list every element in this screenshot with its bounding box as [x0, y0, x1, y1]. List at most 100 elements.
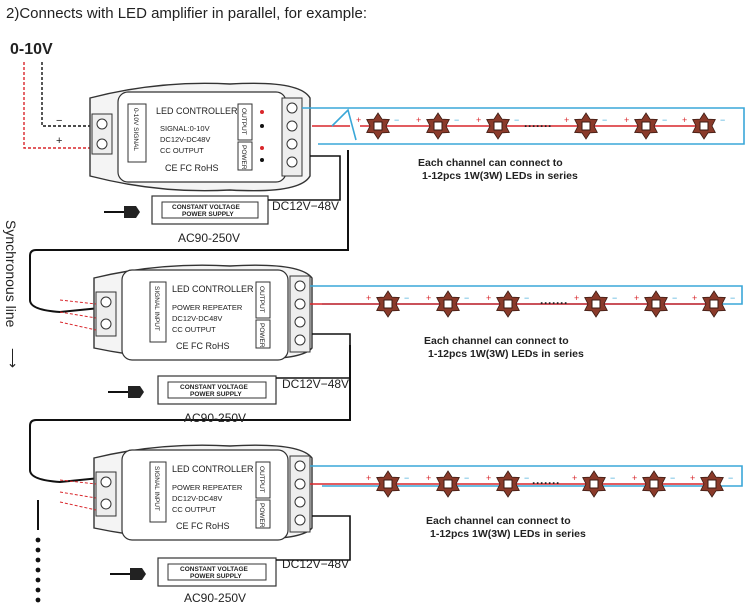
led-minus-mark: − — [524, 293, 529, 303]
led-3-3: +− — [486, 470, 529, 498]
led-minus-mark: − — [464, 293, 469, 303]
led-plus-mark: + — [486, 293, 491, 303]
led-plus-mark: + — [426, 473, 431, 483]
led-string-2: +−+−+−+−+−+− ······· Each channel can co… — [310, 285, 743, 360]
controller-line-1: SIGNAL:0-10V — [160, 124, 210, 133]
psu-unit-2: CONSTANT VOLTAGE POWER SUPPLY AC90-250V … — [108, 333, 351, 425]
led-minus-mark: − — [404, 473, 409, 483]
controller-line-2: DC12V-DC48V — [160, 135, 210, 144]
led-minus-mark: − — [464, 473, 469, 483]
repeater-1-certs: CE FC RoHS — [176, 341, 230, 351]
led-2-3: +− — [486, 290, 529, 318]
led-1-4: +− — [564, 112, 607, 140]
led-3-4: +− — [572, 470, 615, 498]
led-plus-mark: + — [574, 293, 579, 303]
repeater-2-line-1: POWER REPEATER — [172, 483, 243, 492]
led-3-6: +− — [690, 470, 733, 498]
psu-line-2: POWER SUPPLY — [182, 211, 234, 218]
signal-plus: + — [56, 135, 62, 147]
controller-certs: CE FC RoHS — [165, 163, 219, 173]
psu-3-ac: AC90-250V — [184, 591, 246, 605]
channel-note-1-line-2: 1-12pcs 1W(3W) LEDs in series — [422, 170, 578, 182]
led-plus-mark: + — [572, 473, 577, 483]
led-minus-mark: − — [514, 115, 519, 125]
led-2-5: +− — [634, 290, 677, 318]
controller-signal-label: 0-10V SIGNAL — [132, 108, 139, 151]
repeater-2-line-2: DC12V-DC48V — [172, 494, 222, 503]
led-minus-mark: − — [720, 115, 725, 125]
led-plus-mark: + — [632, 473, 637, 483]
down-arrow-icon: ⟶ — [5, 348, 21, 368]
repeater-1-signal-label: SIGNAL INPUT — [153, 286, 160, 331]
led-3-2: +− — [426, 470, 469, 498]
led-3-5: +− — [632, 470, 675, 498]
led-1-1: +− — [356, 112, 399, 140]
controller-unit: LED CONTROLLER SIGNAL:0-10V DC12V-DC48V … — [89, 82, 311, 192]
led-3-1: +− — [366, 470, 409, 498]
psu-dc: DC12V−48V — [272, 199, 339, 213]
led-plus-mark: + — [634, 293, 639, 303]
repeater-1-line-2: DC12V-DC48V — [172, 314, 222, 323]
psu-ac: AC90-250V — [178, 231, 240, 245]
repeater-1-line-3: CC OUTPUT — [172, 325, 216, 334]
signal-label: 0-10V — [10, 41, 53, 58]
svg-text:·······: ······· — [540, 296, 568, 310]
signal-input-wires: − + — [23, 62, 100, 149]
continuation-dots — [35, 537, 41, 603]
led-plus-mark: + — [416, 115, 421, 125]
controller-power-label: POWER — [240, 145, 247, 170]
repeater-1-line-1: POWER REPEATER — [172, 303, 243, 312]
channel-note-3-line-2: 1-12pcs 1W(3W) LEDs in series — [430, 528, 586, 540]
led-1-2: +− — [416, 112, 459, 140]
led-minus-mark: − — [662, 115, 667, 125]
repeater-2-line-3: CC OUTPUT — [172, 505, 216, 514]
led-1-3: +− — [476, 112, 519, 140]
led-plus-mark: + — [682, 115, 687, 125]
led-plus-mark: + — [366, 473, 371, 483]
psu-unit: CONSTANT VOLTAGE POWER SUPPLY AC90-250V … — [104, 155, 341, 245]
led-minus-mark: − — [404, 293, 409, 303]
led-plus-mark: + — [690, 473, 695, 483]
synchronous-line: Synchronous line ⟶ — [3, 150, 351, 603]
led-minus-mark: − — [612, 293, 617, 303]
repeater-unit-1: LED CONTROLLER POWER REPEATER DC12V-DC48… — [59, 264, 313, 361]
repeater-2-power-label: POWER — [258, 503, 265, 528]
repeater-1-power-label: POWER — [258, 323, 265, 348]
led-2-2: +− — [426, 290, 469, 318]
led-2-6: +− — [692, 290, 735, 318]
led-plus-mark: + — [476, 115, 481, 125]
svg-text:·······: ······· — [532, 476, 560, 490]
led-minus-mark: − — [524, 473, 529, 483]
led-minus-mark: − — [672, 293, 677, 303]
repeater-2-signal-label: SIGNAL INPUT — [153, 466, 160, 511]
led-plus-mark: + — [356, 115, 361, 125]
controller-output-label: OUTPUT — [240, 108, 247, 135]
controller-line-3: CC OUTPUT — [160, 146, 204, 155]
led-string-3: +−+−+−+−+−+− ······· Each channel can co… — [310, 465, 743, 540]
page-title: 2)Connects with LED amplifier in paralle… — [6, 5, 367, 22]
led-minus-mark: − — [730, 293, 735, 303]
psu-3-dc: DC12V−48V — [282, 557, 349, 571]
led-minus-mark: − — [728, 473, 733, 483]
controller-title: LED CONTROLLER — [156, 106, 238, 116]
led-1-6: +− — [682, 112, 725, 140]
synchronous-line-label: Synchronous line — [3, 220, 19, 328]
channel-note-2-line-1: Each channel can connect to — [424, 335, 569, 347]
channel-note-1-line-1: Each channel can connect to — [418, 157, 563, 169]
repeater-2-title: LED CONTROLLER — [172, 464, 254, 474]
led-2-4: +− — [574, 290, 617, 318]
psu-2-line-1: CONSTANT VOLTAGE — [180, 384, 249, 391]
psu-2-ac: AC90-250V — [184, 411, 246, 425]
led-plus-mark: + — [426, 293, 431, 303]
led-plus-mark: + — [624, 115, 629, 125]
repeater-2-certs: CE FC RoHS — [176, 521, 230, 531]
psu-2-dc: DC12V−48V — [282, 377, 349, 391]
repeater-1-output-label: OUTPUT — [258, 286, 265, 313]
led-string-1: +−+−+−+−+−+− ······· Each channel can co… — [302, 107, 745, 182]
led-plus-mark: + — [564, 115, 569, 125]
channel-note-3-line-1: Each channel can connect to — [426, 515, 571, 527]
repeater-1-title: LED CONTROLLER — [172, 284, 254, 294]
channel-note-2-line-2: 1-12pcs 1W(3W) LEDs in series — [428, 348, 584, 360]
psu-2-line-2: POWER SUPPLY — [190, 391, 242, 398]
led-plus-mark: + — [366, 293, 371, 303]
